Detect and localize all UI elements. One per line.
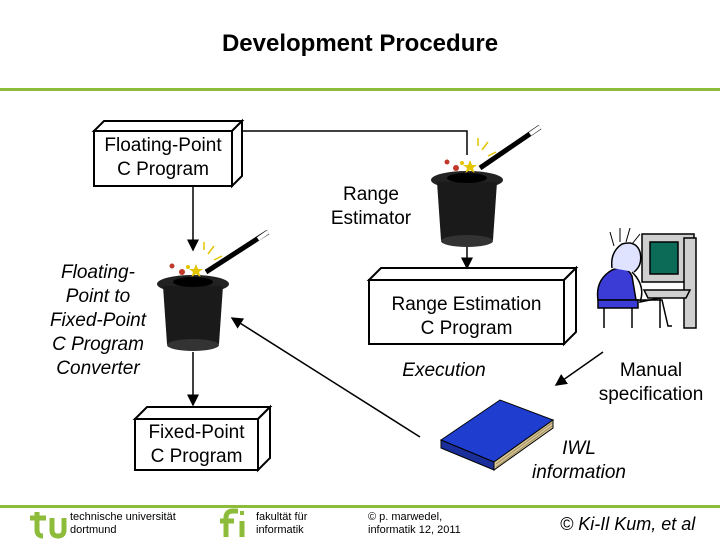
- range-program-box: [366, 265, 579, 347]
- footer-university-line-1: technische universität: [70, 511, 176, 523]
- manual-spec-label: Manual specification: [586, 359, 716, 407]
- iwl-label: IWL information: [514, 437, 644, 485]
- fi-logo-icon: [220, 508, 245, 537]
- footer-copyright-marwedel: © p. marwedel, informatik 12, 2011: [368, 511, 461, 537]
- float-program-box: [91, 118, 245, 189]
- person-at-computer-icon: [596, 227, 697, 329]
- manual-spec-line-2: specification: [598, 384, 704, 405]
- tu-logo-icon: [30, 512, 67, 539]
- converter-line-5: Converter: [56, 358, 140, 379]
- footer-divider: [0, 505, 720, 508]
- converter-line-3: Fixed-Point: [49, 310, 147, 331]
- magic-hat-icon: [157, 229, 270, 351]
- range-estimator-line-1: Range: [343, 184, 399, 205]
- converter-line-1: Floating-: [61, 262, 135, 283]
- footer-copyright-line-2: informatik 12, 2011: [368, 524, 461, 536]
- range-estimator-line-2: Estimator: [330, 208, 412, 229]
- converter-label: Floating- Point to Fixed-Point C Program…: [30, 261, 166, 381]
- fixed-program-line-1: Fixed-Point: [148, 422, 245, 443]
- page-title: Development Procedure: [221, 30, 499, 57]
- iwl-line-2: information: [532, 462, 626, 483]
- range-program-line-2: C Program: [420, 318, 513, 339]
- magic-hat-icon: [431, 124, 542, 247]
- footer-university: technische universität dortmund: [70, 511, 176, 537]
- book-icon: [439, 399, 555, 471]
- footer-faculty-line-1: fakultät für: [256, 511, 308, 523]
- float-program-line-2: C Program: [117, 159, 209, 180]
- header-divider: [0, 88, 720, 91]
- manual-spec-line-1: Manual: [619, 360, 683, 381]
- iwl-line-1: IWL: [562, 438, 596, 459]
- footer-copyright-kum: © Ki-Il Kum, et al: [560, 514, 696, 534]
- fixed-program-box: [132, 404, 273, 473]
- fi-logo-dot: [240, 511, 244, 515]
- connector-lines: [187, 130, 604, 438]
- footer-copyright-line-1: © p. marwedel,: [368, 511, 443, 523]
- range-program-label: Range Estimation C Program: [369, 293, 564, 341]
- footer-university-line-2: dortmund: [70, 524, 117, 536]
- range-program-line-1: Range Estimation: [391, 294, 542, 315]
- fixed-program-line-2: C Program: [150, 446, 243, 467]
- execution-label: Execution: [402, 360, 486, 381]
- float-program-line-1: Floating-Point: [104, 135, 222, 156]
- range-estimator-label: Range Estimator: [306, 183, 436, 231]
- footer-faculty: fakultät für informatik: [256, 511, 307, 537]
- footer-faculty-line-2: informatik: [256, 524, 304, 536]
- converter-line-2: Point to: [65, 286, 131, 307]
- fixed-program-label: Fixed-Point C Program: [135, 421, 258, 469]
- float-program-label: Floating-Point C Program: [94, 134, 232, 182]
- converter-line-4: C Program: [52, 334, 144, 355]
